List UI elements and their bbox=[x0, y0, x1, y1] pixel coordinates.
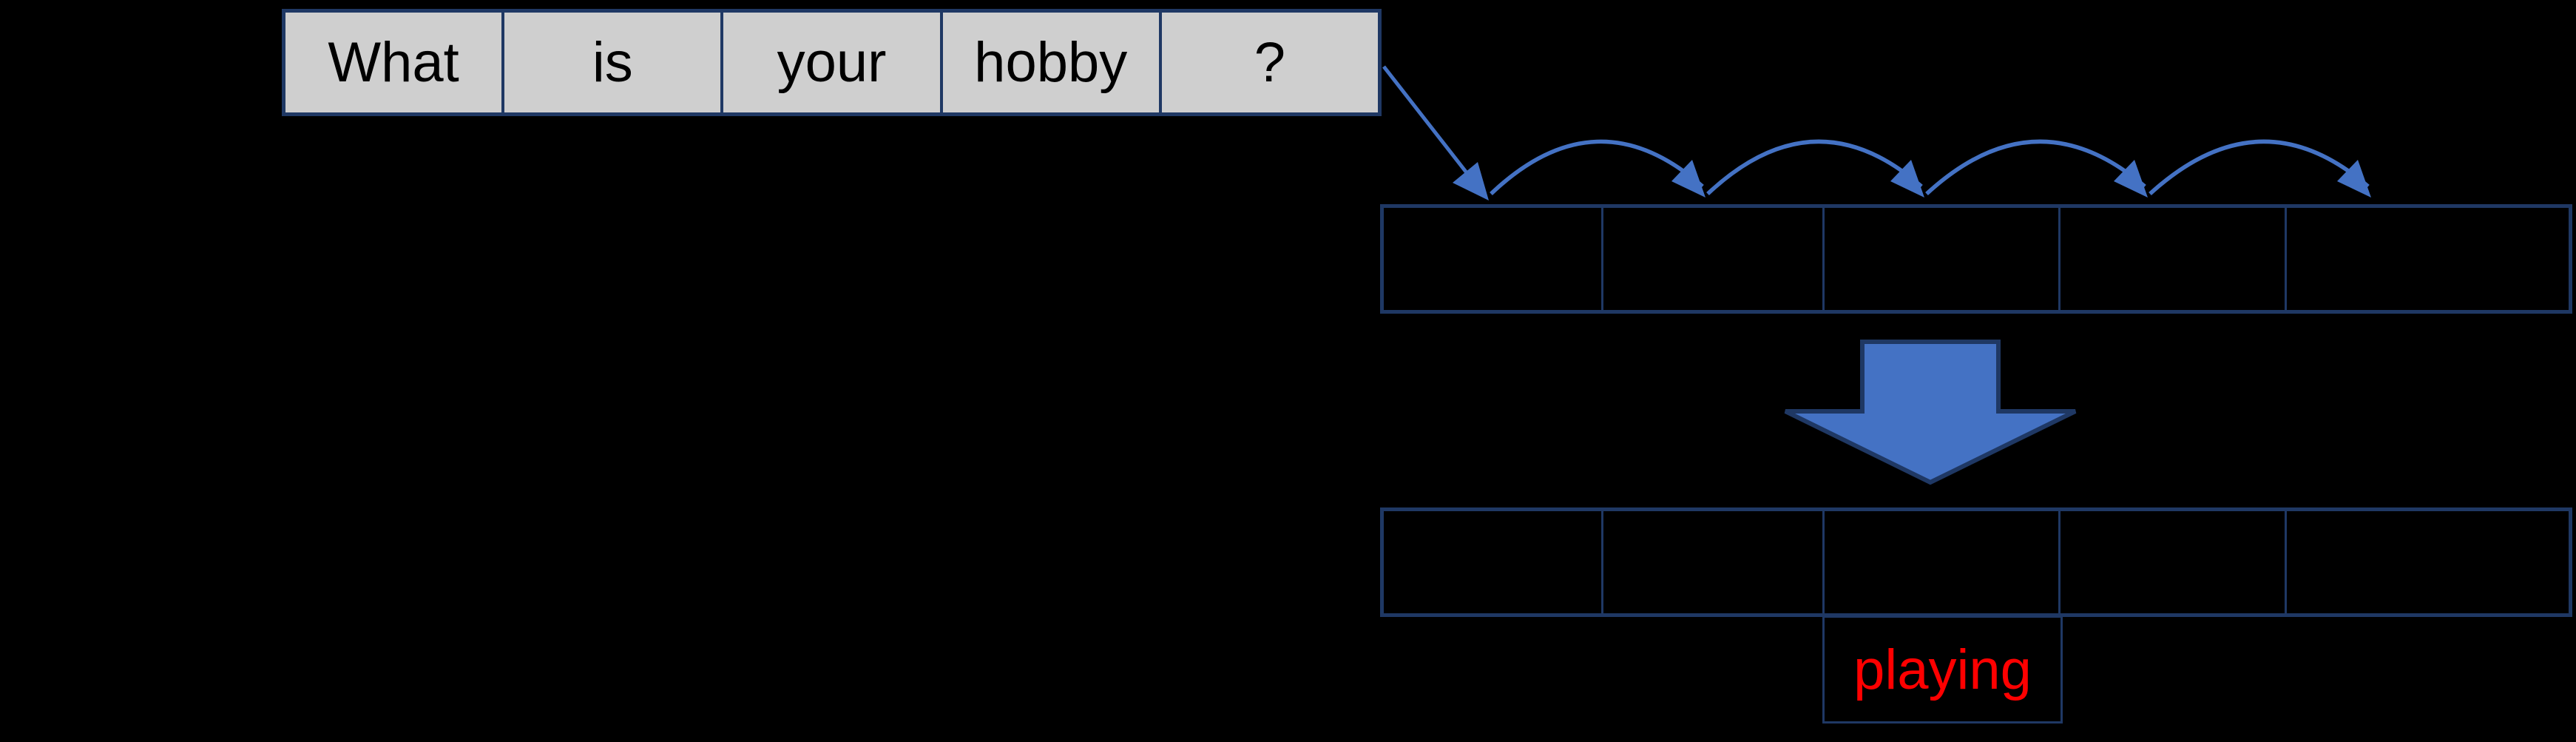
upper-cell-4 bbox=[2061, 208, 2287, 310]
sentence-cell-1: What bbox=[285, 13, 505, 112]
sentence-cell-3: your bbox=[723, 13, 943, 112]
sentence-cell-4: hobby bbox=[942, 13, 1162, 112]
sentence-word-1: What bbox=[328, 31, 459, 94]
hop-arc-icon-3 bbox=[1925, 139, 2146, 196]
hop-arrowhead-icon-3 bbox=[2114, 160, 2148, 198]
lower-cell-2 bbox=[1603, 511, 1825, 613]
hop-arrowhead-icon-4 bbox=[2337, 160, 2371, 198]
hop-arc-icon-4 bbox=[2149, 139, 2370, 196]
sentence-word-2: is bbox=[592, 31, 633, 94]
lower-empty-table bbox=[1380, 507, 2572, 617]
sentence-table: What is your hobby ? bbox=[282, 9, 1382, 116]
sentence-cell-2: is bbox=[504, 13, 724, 112]
big-down-arrow-icon bbox=[1784, 340, 2077, 485]
lower-cell-1 bbox=[1384, 511, 1603, 613]
hop-arc-icon-2 bbox=[1706, 139, 1923, 196]
diagonal-flow-arrowhead-icon bbox=[1453, 162, 1489, 200]
upper-cell-2 bbox=[1603, 208, 1825, 310]
diagonal-flow-arrow-icon bbox=[1382, 65, 1470, 176]
sentence-word-3: your bbox=[777, 31, 887, 94]
upper-cell-1 bbox=[1384, 208, 1603, 310]
lower-cell-4 bbox=[2061, 511, 2287, 613]
upper-empty-table bbox=[1380, 204, 2572, 314]
hop-arrowhead-icon-2 bbox=[1890, 160, 1924, 198]
prediction-cell: playing bbox=[1822, 615, 2063, 724]
sentence-cell-5: ? bbox=[1161, 13, 1379, 112]
prediction-label: playing bbox=[1853, 638, 2032, 701]
upper-cell-3 bbox=[1825, 208, 2061, 310]
upper-cell-5 bbox=[2287, 208, 2569, 310]
sentence-word-5: ? bbox=[1254, 31, 1286, 94]
lower-cell-5 bbox=[2287, 511, 2569, 613]
hop-arrowhead-icon-1 bbox=[1671, 160, 1705, 198]
sentence-word-4: hobby bbox=[974, 31, 1128, 94]
hop-arc-icon-1 bbox=[1490, 139, 1704, 195]
lower-cell-3 bbox=[1825, 511, 2061, 613]
